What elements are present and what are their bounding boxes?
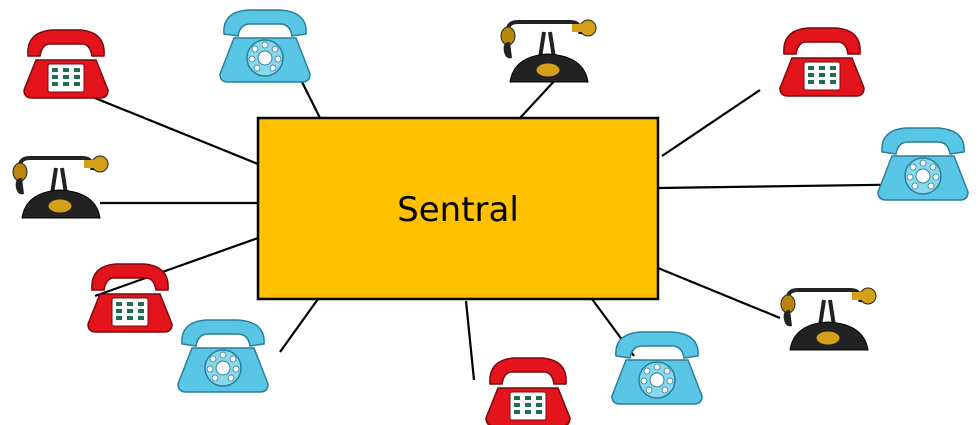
connection-line	[299, 77, 321, 119]
red-telephone-icon	[779, 27, 865, 97]
connection-line	[94, 236, 259, 298]
connection-line	[657, 266, 781, 320]
antique-telephone-icon	[11, 154, 110, 220]
connection-line	[279, 298, 319, 353]
antique-telephone-icon	[779, 286, 878, 352]
connection-line	[519, 77, 558, 119]
connection-line	[661, 89, 761, 157]
red-telephone-icon	[485, 357, 571, 425]
red-telephone-icon	[23, 29, 109, 99]
red-telephone-icon	[87, 263, 173, 333]
connection-line	[89, 94, 259, 166]
hub-label: Sentral	[397, 190, 519, 230]
antique-telephone-icon	[499, 18, 598, 84]
blue-rotary-telephone-icon	[611, 331, 703, 405]
blue-rotary-telephone-icon	[177, 319, 269, 393]
central-hub: Sentral	[256, 116, 660, 301]
blue-rotary-telephone-icon	[877, 127, 969, 201]
connection-line	[464, 300, 476, 381]
hub-box	[256, 116, 660, 301]
blue-rotary-telephone-icon	[219, 9, 311, 83]
